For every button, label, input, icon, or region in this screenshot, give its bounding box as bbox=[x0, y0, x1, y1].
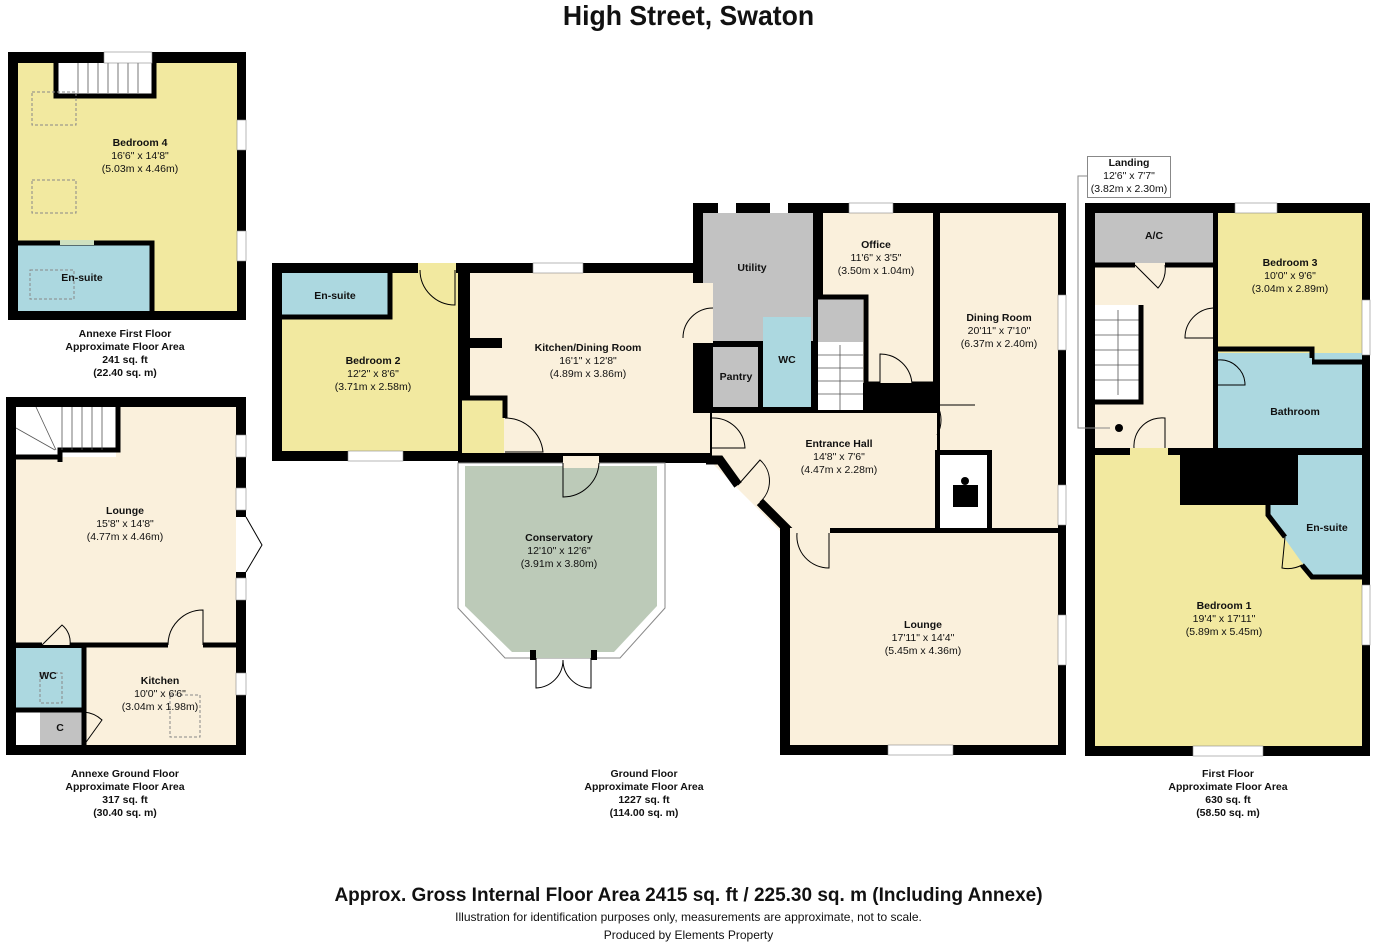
room-label-dining-room: Dining Room 20'11" x 7'10" (6.37m x 2.40… bbox=[960, 312, 1038, 350]
page-title: High Street, Swaton bbox=[562, 0, 815, 31]
ground-ensuite-area bbox=[282, 273, 388, 315]
annexe-ground-floor-plan bbox=[6, 397, 263, 755]
kitchen-dining-area bbox=[468, 273, 710, 453]
room-label-annexe-cupboard: C bbox=[56, 722, 64, 734]
room-label-office: Office 11'6" x 3'5" (3.50m x 1.04m) bbox=[837, 239, 915, 277]
chimney-breast bbox=[1180, 455, 1298, 505]
caption-first-floor: First Floor Approximate Floor Area 630 s… bbox=[1168, 768, 1288, 819]
room-label-ground-ensuite: En-suite bbox=[314, 290, 356, 302]
room-label-annexe-ensuite: En-suite bbox=[61, 272, 103, 284]
ground-wc-area bbox=[763, 317, 811, 407]
bathroom-area bbox=[1218, 353, 1362, 448]
entrance-hall-area bbox=[712, 413, 937, 533]
room-label-ground-wc: WC bbox=[778, 354, 796, 366]
producer-credit: Produced by Elements Property bbox=[603, 928, 774, 942]
staircase bbox=[818, 342, 863, 410]
first-floor-plan bbox=[1077, 175, 1371, 757]
bedroom3-area bbox=[1218, 213, 1362, 358]
ac-area bbox=[1095, 213, 1213, 263]
first-ensuite-area bbox=[1268, 455, 1362, 575]
lounge-area bbox=[790, 533, 1058, 745]
room-label-first-ensuite: En-suite bbox=[1306, 522, 1348, 534]
total-floor-area: Approx. Gross Internal Floor Area 2415 s… bbox=[334, 885, 1043, 906]
conservatory-area bbox=[465, 466, 657, 652]
room-label-annexe-wc: WC bbox=[39, 670, 57, 682]
room-label-annexe-lounge: Lounge 15'8" x 14'8" (4.77m x 4.46m) bbox=[86, 505, 164, 543]
wc-area bbox=[16, 648, 82, 708]
annexe-first-floor-plan bbox=[8, 51, 247, 320]
room-label-bedroom3: Bedroom 3 10'0" x 9'6" (3.04m x 2.89m) bbox=[1251, 257, 1329, 295]
room-label-entrance-hall: Entrance Hall 14'8" x 7'6" (4.47m x 2.28… bbox=[800, 438, 878, 476]
ground-floor-plan bbox=[272, 202, 1067, 756]
room-label-pantry: Pantry bbox=[719, 371, 753, 383]
room-label-bedroom1: Bedroom 1 19'4" x 17'11" (5.89m x 5.45m) bbox=[1185, 600, 1263, 638]
room-label-bedroom2: Bedroom 2 12'2" x 8'6" (3.71m x 2.58m) bbox=[334, 355, 412, 393]
room-label-annexe-kitchen: Kitchen 10'0" x 6'6" (3.04m x 1.98m) bbox=[121, 675, 199, 713]
room-label-utility: Utility bbox=[737, 262, 767, 274]
caption-ground-floor: Ground Floor Approximate Floor Area 1227… bbox=[584, 768, 704, 819]
cupboard-area bbox=[40, 712, 82, 745]
room-label-kitchen-dining: Kitchen/Dining Room 16'1" x 12'8" (4.89m… bbox=[534, 342, 642, 380]
room-label-ground-lounge: Lounge 17'11" x 14'4" (5.45m x 4.36m) bbox=[884, 619, 962, 657]
room-label-bathroom: Bathroom bbox=[1270, 406, 1320, 418]
window bbox=[103, 51, 153, 64]
disclaimer: Illustration for identification purposes… bbox=[455, 910, 922, 924]
room-label-ac: A/C bbox=[1144, 230, 1164, 242]
caption-annexe-ground-floor: Annexe Ground Floor Approximate Floor Ar… bbox=[65, 768, 185, 819]
staircase bbox=[56, 63, 153, 95]
ensuite-area bbox=[18, 243, 150, 311]
room-label-landing: Landing 12'6" x 7'7" (3.82m x 2.30m) bbox=[1087, 156, 1171, 198]
room-label-conservatory: Conservatory 12'10" x 12'6" (3.91m x 3.8… bbox=[520, 532, 598, 570]
kitchen-area bbox=[86, 645, 236, 745]
pantry-area bbox=[713, 347, 758, 407]
room-label-bedroom4: Bedroom 4 16'6" x 14'8" (5.03m x 4.46m) bbox=[101, 137, 179, 175]
caption-annexe-first-floor: Annexe First Floor Approximate Floor Are… bbox=[65, 328, 185, 379]
